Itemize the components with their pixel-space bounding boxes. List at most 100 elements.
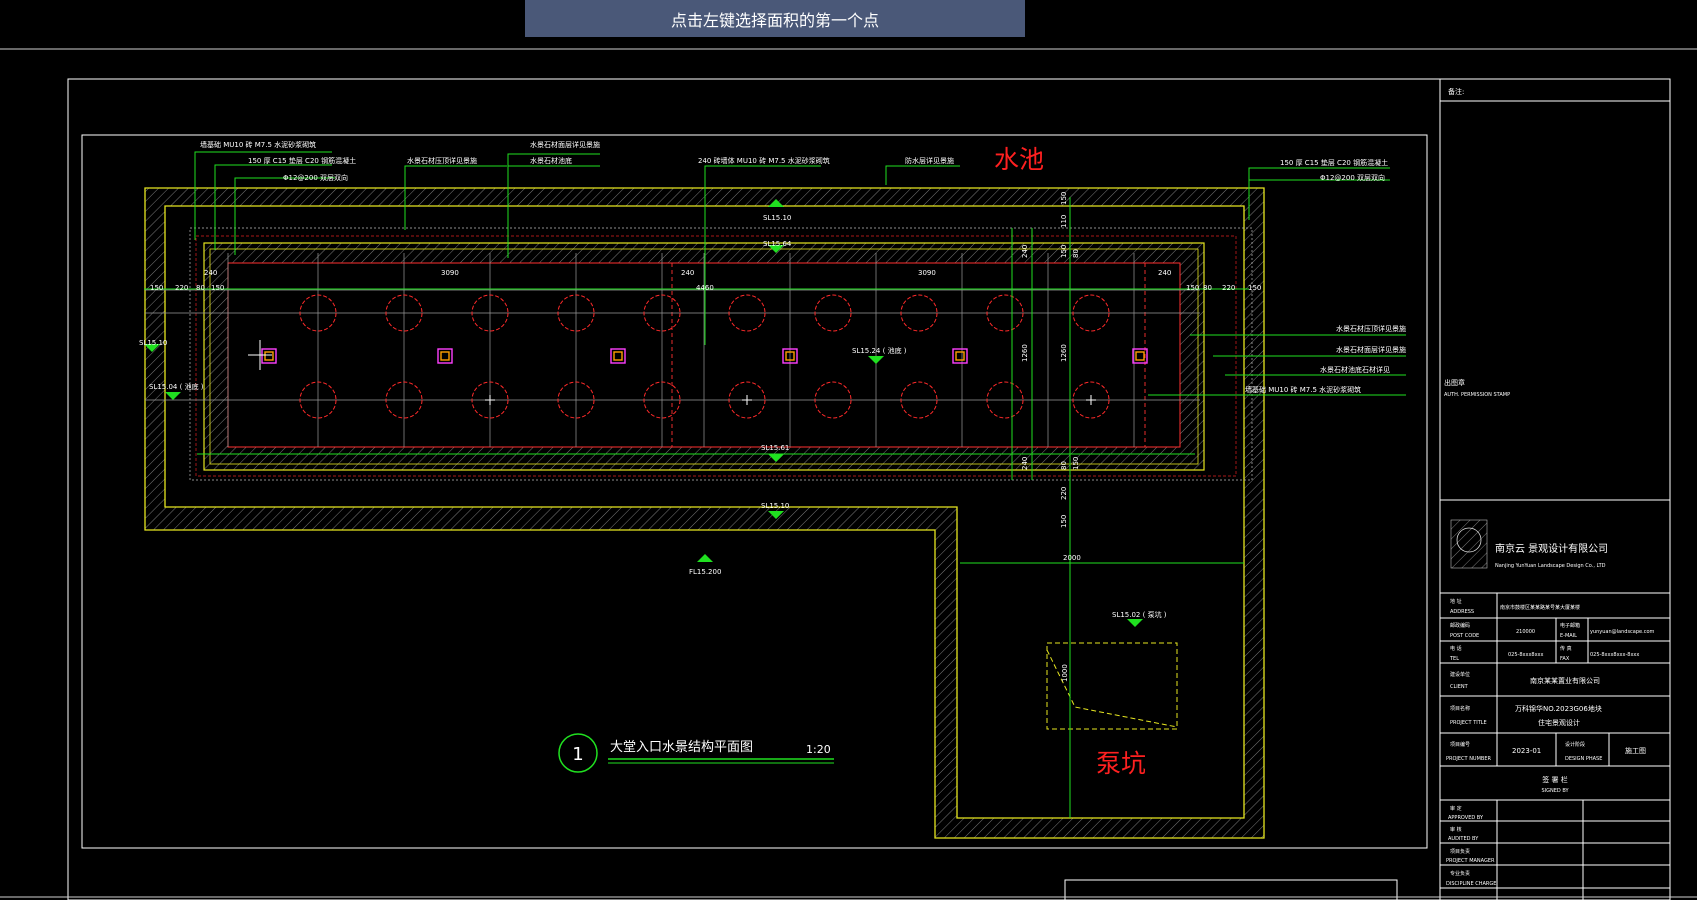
svg-text:220: 220	[175, 284, 188, 292]
svg-text:Nanjing YunYuan Landscape Desi: Nanjing YunYuan Landscape Design Co., LT…	[1495, 563, 1606, 569]
green-leaders	[144, 151, 1406, 818]
svg-text:签 署 栏: 签 署 栏	[1542, 775, 1567, 784]
svg-text:150: 150	[150, 284, 163, 292]
svg-text:SIGNED BY: SIGNED BY	[1541, 788, 1569, 794]
callout-text: Φ12@200 双层双向	[283, 173, 348, 182]
title-block-texts: 备注: 出图章 AUTH. PERMISSION STAMP 南京云 景观设计有…	[1444, 87, 1655, 887]
elevation-markers	[144, 199, 1143, 627]
svg-text:南京某某置业有限公司: 南京某某置业有限公司	[1530, 676, 1600, 685]
bottom-box	[1064, 879, 1398, 900]
pool-label: 水池	[994, 145, 1044, 174]
elev-text: SL15.61	[761, 444, 789, 452]
svg-text:PROJECT NUMBER: PROJECT NUMBER	[1446, 756, 1491, 762]
sheet-inner-frame	[81, 134, 1428, 849]
svg-text:APPROVED BY: APPROVED BY	[1448, 815, 1484, 821]
callout-text: 水景石材池底	[530, 156, 572, 165]
callout-text: 水景石材压顶详见景施	[1336, 324, 1406, 333]
title-block	[1439, 79, 1670, 900]
callout-text: 水景石材池底石材详见	[1320, 365, 1390, 374]
svg-text:南京云 景观设计有限公司: 南京云 景观设计有限公司	[1495, 542, 1608, 555]
svg-text:审 核: 审 核	[1450, 826, 1462, 833]
svg-text:AUDITED BY: AUDITED BY	[1448, 836, 1479, 842]
elev-text: SL15.24 ( 池底 )	[852, 346, 907, 355]
svg-text:传 真: 传 真	[1560, 645, 1572, 652]
callout-text: 防水层详见景施	[905, 156, 954, 165]
svg-text:80: 80	[1072, 249, 1080, 258]
svg-text:240: 240	[1158, 269, 1171, 277]
svg-text:1000: 1000	[1061, 664, 1069, 682]
svg-text:POST CODE: POST CODE	[1450, 633, 1479, 639]
svg-text:CLIENT: CLIENT	[1450, 684, 1469, 690]
elev-text: FL15.200	[689, 568, 721, 576]
callout-text: Φ12@200 双层双向	[1320, 173, 1385, 182]
drawing-title: 1 大堂入口水景结构平面图 1:20	[558, 733, 834, 773]
svg-text:建设单位: 建设单位	[1450, 671, 1470, 678]
svg-text:220: 220	[1222, 284, 1235, 292]
svg-text:设计阶段: 设计阶段	[1565, 741, 1585, 748]
svg-text:3090: 3090	[441, 269, 459, 277]
svg-text:邮政编码: 邮政编码	[1450, 622, 1470, 629]
svg-text:ADDRESS: ADDRESS	[1450, 609, 1474, 615]
callout-text: 墙基础 MU10 砖 M7.5 水泥砂浆砌筑	[200, 140, 316, 149]
callout-text: 水景石材面层详见景施	[1336, 345, 1406, 354]
svg-text:南京市鼓楼区某某路某号某大厦某楼: 南京市鼓楼区某某路某号某大厦某楼	[1500, 604, 1580, 611]
elev-text: SL15.64	[763, 240, 792, 248]
svg-text:TEL: TEL	[1449, 656, 1459, 662]
svg-text:150: 150	[1072, 457, 1080, 470]
svg-text:PROJECT MANAGER: PROJECT MANAGER	[1446, 858, 1495, 864]
svg-text:80: 80	[196, 284, 205, 292]
svg-text:110: 110	[1060, 215, 1068, 228]
svg-text:4460: 4460	[696, 284, 714, 292]
elev-text: SL15.10	[139, 339, 167, 347]
svg-text:240: 240	[1021, 245, 1029, 258]
svg-text:E-MAIL: E-MAIL	[1560, 633, 1577, 639]
elev-text: SL15.02 ( 泵坑 )	[1112, 610, 1167, 619]
svg-text:DESIGN PHASE: DESIGN PHASE	[1565, 756, 1602, 762]
elev-text: SL15.10	[763, 214, 791, 222]
svg-text:150: 150	[1060, 192, 1068, 205]
pool-structure	[144, 187, 1265, 839]
svg-text:150: 150	[1186, 284, 1199, 292]
callout-text: 150 厚 C15 垫层 C20 钢筋混凝土	[1280, 158, 1388, 167]
svg-text:2000: 2000	[1063, 554, 1081, 562]
title-number: 1	[572, 744, 583, 765]
vertical-dims: 150 110 150 80 240 1260 1260 240 80 150 …	[1021, 192, 1080, 682]
svg-text:项目负责: 项目负责	[1450, 848, 1470, 855]
svg-text:电 话: 电 话	[1450, 645, 1462, 652]
svg-text:025-8xxx8xxx-8xxx: 025-8xxx8xxx-8xxx	[1590, 652, 1639, 658]
svg-text:DISCIPLINE CHARGE: DISCIPLINE CHARGE	[1446, 881, 1496, 887]
svg-text:240: 240	[681, 269, 694, 277]
svg-text:2023-01: 2023-01	[1512, 747, 1541, 755]
svg-text:1260: 1260	[1021, 344, 1029, 362]
command-prompt-tooltip: 点击左键选择面积的第一个点	[525, 0, 1025, 37]
svg-text:项目名称: 项目名称	[1450, 705, 1470, 712]
svg-text:出图章: 出图章	[1444, 378, 1465, 387]
elevation-texts: SL15.10 SL15.64 SL15.10 SL15.04 ( 池底 ) S…	[139, 214, 1167, 619]
svg-text:住宅景观设计: 住宅景观设计	[1538, 718, 1580, 727]
svg-text:施工图: 施工图	[1625, 746, 1646, 755]
svg-text:210000: 210000	[1516, 629, 1535, 635]
svg-text:240: 240	[204, 269, 217, 277]
title-name: 大堂入口水景结构平面图	[610, 740, 753, 755]
svg-text:备注:: 备注:	[1448, 87, 1464, 96]
svg-text:yunyuan@landscape.com: yunyuan@landscape.com	[1590, 629, 1655, 635]
svg-text:1260: 1260	[1060, 344, 1068, 362]
svg-text:80: 80	[1060, 461, 1068, 470]
company-logo	[1450, 519, 1488, 569]
callout-text: 240 砖墙体 MU10 砖 M7.5 水泥砂浆砌筑	[698, 156, 830, 165]
svg-text:025-8xxx8xxx: 025-8xxx8xxx	[1508, 652, 1544, 658]
svg-text:万科锦华NO.2023G06地块: 万科锦华NO.2023G06地块	[1515, 704, 1602, 713]
callout-text: 水景石材面层详见景施	[530, 140, 600, 149]
svg-text:AUTH. PERMISSION STAMP: AUTH. PERMISSION STAMP	[1444, 392, 1510, 398]
callout-text: 墙基础 MU10 砖 M7.5 水泥砂浆砌筑	[1245, 385, 1361, 394]
callout-text: 150 厚 C15 垫层 C20 钢筋混凝土	[248, 156, 356, 165]
svg-text:3090: 3090	[918, 269, 936, 277]
elev-text: SL15.10	[761, 502, 789, 510]
callout-text: 水景石材压顶详见景施	[407, 156, 477, 165]
svg-text:150: 150	[1248, 284, 1261, 292]
svg-text:150: 150	[1060, 515, 1068, 528]
svg-text:审 定: 审 定	[1450, 805, 1462, 812]
sheet-outer-frame	[67, 78, 1671, 900]
elev-text: SL15.04 ( 池底 )	[149, 382, 204, 391]
